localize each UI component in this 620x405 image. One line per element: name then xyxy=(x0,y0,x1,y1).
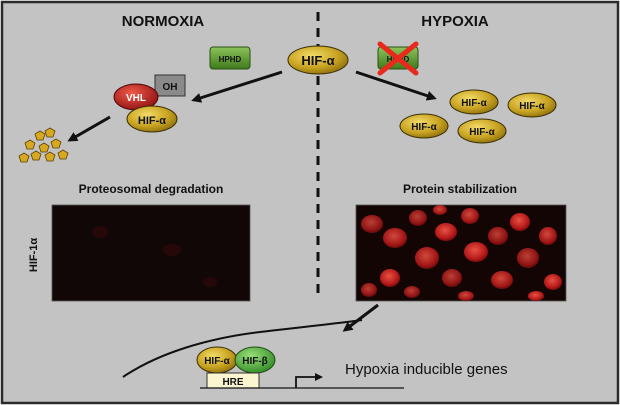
fluorescent-nucleus xyxy=(361,215,383,233)
fluorescent-nucleus xyxy=(404,286,420,298)
vhl-complex: OH VHL HIF-α xyxy=(113,74,186,133)
fluorescent-nucleus xyxy=(383,228,407,248)
arrow-to-gene-activation xyxy=(342,303,379,332)
transcription-start-arrow-icon xyxy=(295,373,323,388)
hphd-enzyme-inhibited: HPHD xyxy=(377,41,419,76)
bound-hif-alpha xyxy=(126,105,178,133)
hphd-enzyme: HPHD xyxy=(209,46,251,70)
arrow-to-hydroxylation xyxy=(191,70,283,103)
fluorescent-nucleus xyxy=(409,210,427,226)
vhl-label: VHL xyxy=(126,93,146,104)
fluorescent-nucleus xyxy=(380,269,400,287)
dna-strand xyxy=(122,319,363,378)
fluorescent-nucleus xyxy=(458,291,474,301)
fluorescent-nucleus xyxy=(544,274,562,290)
fluorescent-nucleus xyxy=(488,227,508,245)
stabilized-hif-alpha-3 xyxy=(399,113,449,139)
stabilized-hif-alpha-3-label: HIF-α xyxy=(411,122,437,133)
hre-label: HRE xyxy=(222,377,243,388)
dimer-hif-beta-label: HIF-β xyxy=(242,356,268,367)
stabilized-hif-alpha-group: HIF-α HIF-α HIF-α HIF-α xyxy=(399,89,557,144)
stabilized-hif-alpha-2 xyxy=(507,92,557,118)
dimer-hif-alpha-label: HIF-α xyxy=(204,356,230,367)
hypoxia-title: HYPOXIA xyxy=(421,13,489,30)
arrow-to-stabilization xyxy=(355,70,437,101)
hypoxia-inducible-genes-label: Hypoxia inducible genes xyxy=(345,361,508,378)
red-x-icon xyxy=(377,41,419,76)
fluorescent-nucleus xyxy=(528,291,544,301)
stabilized-hif-alpha-2-label: HIF-α xyxy=(519,101,545,112)
fluorescent-nucleus xyxy=(464,242,488,262)
fluorescent-nucleus xyxy=(442,269,462,287)
hif-heterodimer: HIF-α HIF-β xyxy=(196,346,276,374)
proteosomal-degradation-caption: Proteosomal degradation xyxy=(79,182,224,196)
oh-label: OH xyxy=(163,82,178,93)
fluorescent-nucleus xyxy=(539,227,557,245)
central-hif-alpha-label: HIF-α xyxy=(301,53,334,68)
normoxia-title: NORMOXIA xyxy=(122,13,205,30)
hif1a-row-label: HIF-1α xyxy=(28,238,40,273)
stabilized-hif-alpha-4-label: HIF-α xyxy=(469,127,495,138)
stabilized-hif-alpha-1-label: HIF-α xyxy=(461,98,487,109)
pentagon-cluster-icon xyxy=(18,127,69,163)
fluorescent-nucleus xyxy=(491,271,513,289)
fluorescent-nucleus xyxy=(461,208,479,224)
fluorescent-nucleus xyxy=(517,248,539,268)
stabilized-hif-alpha-4 xyxy=(457,118,507,144)
arrow-to-degradation xyxy=(67,115,111,142)
fluorescent-nucleus xyxy=(433,205,447,215)
fluorescent-nucleus xyxy=(361,283,377,297)
normoxia-faint-signal xyxy=(92,226,217,287)
hypoxia-nuclei xyxy=(361,205,562,301)
stabilized-hif-alpha-1 xyxy=(449,89,499,115)
fluorescent-nucleus xyxy=(435,223,457,241)
fluorescent-nucleus xyxy=(415,247,439,269)
fluorescent-nucleus xyxy=(510,213,530,231)
central-hif-alpha: HIF-α xyxy=(287,45,349,75)
oh-group xyxy=(154,74,186,97)
normoxia-micrograph xyxy=(51,204,251,302)
bound-hif-alpha-label: HIF-α xyxy=(138,115,166,127)
hphd-label: HPHD xyxy=(219,55,242,64)
protein-stabilization-caption: Protein stabilization xyxy=(403,182,517,196)
